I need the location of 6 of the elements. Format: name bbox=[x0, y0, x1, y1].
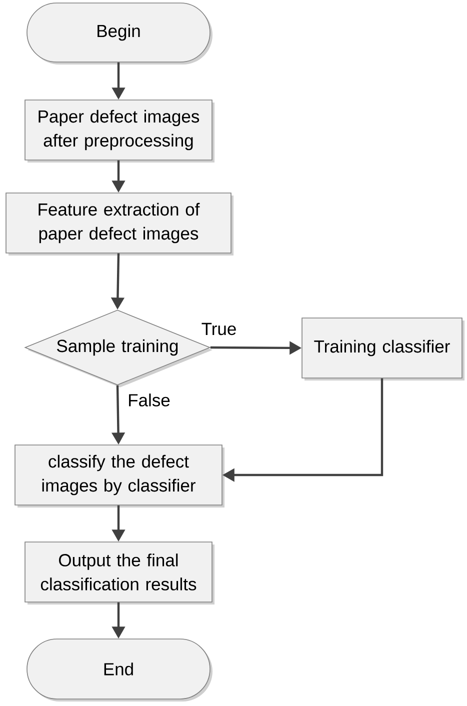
process-box: Training classifier bbox=[302, 318, 464, 380]
edge-label: False bbox=[126, 392, 172, 408]
process-box: Paper defect images after preprocessing bbox=[24, 100, 214, 162]
process-box: Feature extraction of paper defect images bbox=[6, 192, 234, 256]
process-box: classify the defect images by classifier bbox=[14, 444, 224, 508]
process-box: Output the final classification results bbox=[24, 542, 214, 604]
